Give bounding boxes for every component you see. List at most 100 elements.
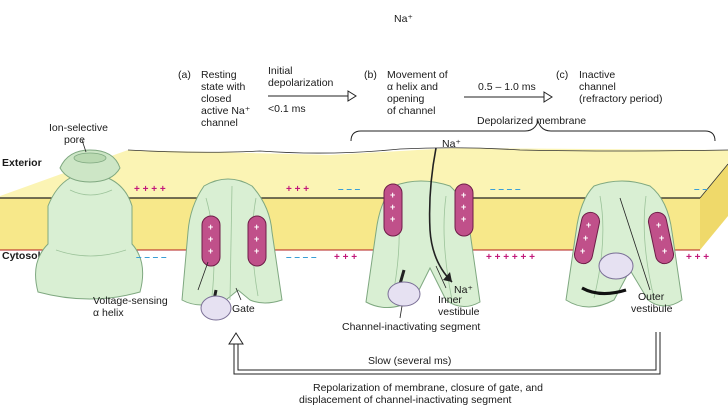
membrane-side-face [700, 164, 728, 250]
voltage-helix-a-left [201, 215, 221, 267]
helix-charge: + [208, 234, 213, 244]
helix-charge: + [390, 202, 395, 212]
state-a-line-4: active Na⁺ [201, 105, 251, 117]
gate-leader [235, 287, 242, 301]
helix-charge: + [586, 220, 591, 230]
charges-mid-top: + + + [286, 184, 309, 195]
transition-ab-top: Initial depolarization [268, 65, 334, 89]
state-b-line-2: α helix and [387, 81, 438, 93]
channel-inactivating-segment-label: Channel-inactivating segment [342, 321, 480, 333]
helix-a-charges: + + + + + + [208, 222, 259, 256]
voltage-sensing-leader [197, 261, 209, 291]
pore-ridge-2 [55, 249, 127, 257]
helix-charge: + [208, 222, 213, 232]
charges-b-top-neg: – – – – [490, 184, 521, 195]
inner-vestibule-leader [435, 265, 447, 289]
inner-vestibule-line-2: vestibule [438, 306, 480, 318]
na-path-arrowhead [443, 272, 452, 282]
channel-c: + + + + + + [565, 180, 683, 308]
transition-ab-bottom: <0.1 ms [268, 103, 306, 115]
ion-selective-pore-line-2: pore [64, 134, 85, 146]
helix-charge: + [583, 233, 588, 243]
state-a-label: (a) Resting state with closed active Na⁺… [178, 69, 253, 129]
voltage-sensing-line-2: α helix [93, 307, 124, 319]
return-path-arrow [233, 332, 661, 375]
transition-ab-arrowhead [347, 90, 357, 102]
charges-c-bottom-pos: + + + [686, 252, 709, 263]
channel-c-body [565, 180, 683, 308]
inner-vestibule-line-1: Inner [438, 294, 462, 306]
helix-charge: + [659, 233, 664, 243]
helix-charge: + [208, 246, 213, 256]
state-a-line-1: Resting [201, 69, 237, 81]
helix-charge: + [390, 190, 395, 200]
helix-charge: + [461, 202, 466, 212]
gate-label: Gate [232, 303, 255, 315]
state-a-letter: (a) [178, 69, 191, 81]
helix-charge: + [662, 246, 667, 256]
channel-b-fold-2 [443, 195, 453, 301]
membrane-charges: + + + + + + + – – – – – – – – – – – – – … [134, 184, 709, 263]
state-b-line-1: Movement of [387, 69, 448, 81]
helix-c-charges: + + + + + + [580, 220, 667, 256]
state-a-line-2: state with [201, 81, 246, 93]
helix-charge: + [656, 220, 661, 230]
pore-ridge [69, 189, 113, 196]
charges-left-top: + + + + [134, 184, 166, 195]
voltage-sensing-helix-label: Voltage-sensing α helix [93, 295, 171, 319]
state-c-line-1: Inactive [579, 69, 615, 81]
exterior-label: Exterior [2, 157, 42, 169]
transition-bc-arrowhead [543, 91, 553, 103]
outer-vestibule-line-2: vestibule [631, 303, 673, 315]
charges-c-top-neg: – – [694, 184, 708, 195]
channel-a: + + + + + + [181, 178, 283, 321]
channel-a-fold-1 [229, 185, 233, 301]
gate-ball-a [200, 295, 232, 321]
pore-leader [81, 139, 87, 153]
state-a-line-5: channel [201, 117, 238, 129]
return-caption-line-2: displacement of channel-inactivating seg… [299, 394, 512, 406]
helix-charge: + [254, 222, 259, 232]
outer-vestibule-leader [619, 197, 651, 291]
voltage-helix-b-left [383, 183, 403, 237]
pore-opening [73, 152, 107, 164]
helix-charge: + [461, 214, 466, 224]
state-c-line-2: channel [579, 81, 616, 93]
voltage-helix-b-right [454, 183, 474, 237]
helix-charge: + [580, 246, 585, 256]
voltage-helix-a-right [247, 215, 267, 267]
cytosol-label: Cytosol [2, 250, 41, 262]
charges-b-bottom-pos: + + + [334, 252, 357, 263]
helix-b-charges: + + + + + + [390, 190, 466, 224]
title-na-ion: Na⁺ [394, 13, 413, 25]
gate-ball-b [387, 281, 421, 307]
helix-charge: + [461, 190, 466, 200]
voltage-helix-c-left [573, 211, 601, 265]
charges-left-bottom-neg: – – – – [136, 252, 167, 263]
na-in-label: Na⁺ [442, 138, 461, 150]
charges-bc-bottom-pos: + + + + + + [486, 252, 535, 263]
return-caption-line-1: Repolarization of membrane, closure of g… [313, 382, 543, 394]
transition-ab-line-2: depolarization [268, 77, 334, 89]
return-path-arrow-inner [237, 332, 657, 371]
ion-selective-pore-line-1: Ion-selective [49, 122, 108, 134]
state-b-label: (b) Movement of α helix and opening of c… [364, 69, 451, 117]
membrane-top-surface [0, 148, 728, 198]
state-c-letter: (c) [556, 69, 568, 81]
return-path-label: Slow (several ms) [368, 355, 451, 367]
charges-mid-top-neg: – – – [338, 184, 361, 195]
transition-ab-line-1: Initial [268, 65, 293, 77]
channel-c-fold-1 [593, 195, 604, 299]
voltage-sensing-line-1: Voltage-sensing [93, 295, 168, 307]
na-out-label: Na⁺ [454, 284, 473, 296]
state-b-line-3: opening [387, 93, 425, 105]
na-path-arrow [428, 147, 453, 283]
helix-charge: + [254, 246, 259, 256]
helix-charge: + [390, 214, 395, 224]
state-c-label: (c) Inactive channel (refractory period) [556, 69, 662, 105]
depolarized-membrane-label: Depolarized membrane [477, 115, 586, 127]
ion-selective-pore-label: Ion-selective pore [49, 122, 111, 146]
channel-b: + + + + + + [365, 147, 481, 308]
charges-mid-bottom-neg: – – – – [286, 252, 317, 263]
voltage-helix-c-right [647, 211, 675, 265]
